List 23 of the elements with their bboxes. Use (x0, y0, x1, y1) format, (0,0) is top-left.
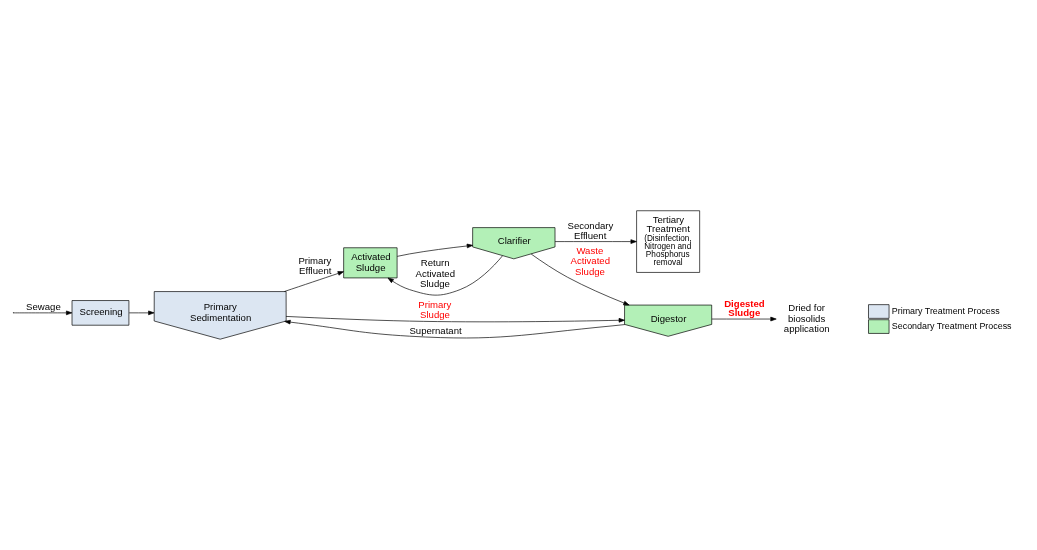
edge-label: Primary Effluent (298, 254, 332, 276)
node-text: Dried for biosolids application (783, 302, 830, 334)
edge-label: Sewage (26, 301, 61, 313)
edge-label: Secondary Effluent (567, 219, 614, 241)
arrow (13, 310, 73, 316)
arrow (285, 316, 625, 323)
edge-label: Supernatant (409, 324, 462, 336)
edge-label: Digested Sludge (724, 297, 765, 319)
edge-label: Return Activated Sludge (415, 257, 456, 289)
arrow (396, 243, 473, 257)
edge-label: Primary Sludge (418, 299, 452, 321)
node-box: Screening (71, 300, 130, 326)
arrow (284, 319, 626, 339)
node-box: Activated Sludge (343, 247, 398, 279)
arrow (128, 310, 155, 316)
arrow (284, 271, 344, 292)
arrow (530, 253, 630, 306)
arrow (711, 316, 777, 322)
arrow (387, 255, 503, 296)
legend-label: Secondary Treatment Process (891, 320, 1012, 331)
legend-label: Primary Treatment Process (891, 305, 1000, 316)
edge-label: Waste Activated Sludge (570, 245, 610, 277)
arrow (554, 239, 637, 244)
